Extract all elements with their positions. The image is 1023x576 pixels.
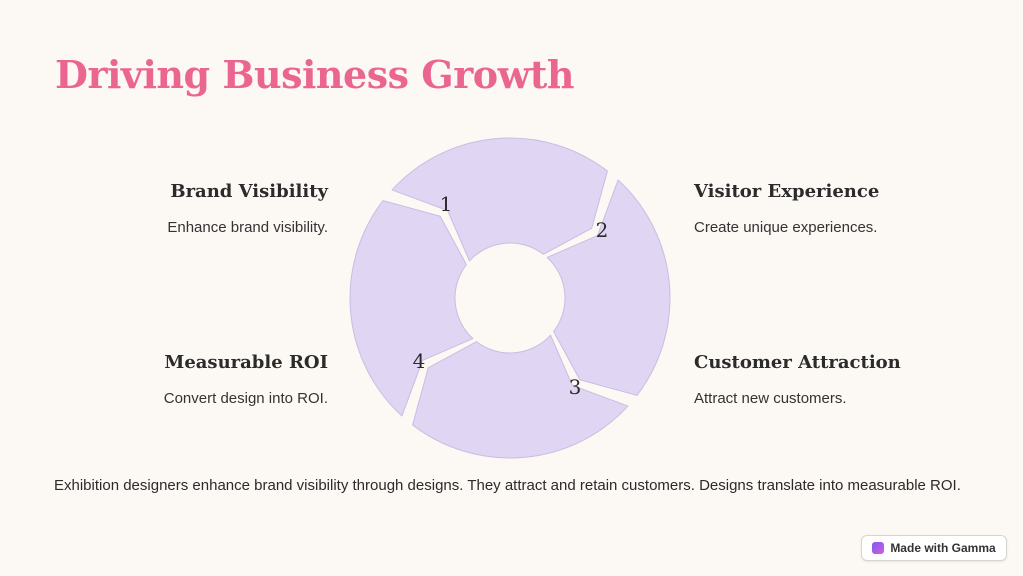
segment-number-2: 2 (596, 218, 609, 242)
item-title-brand-visibility: Brand Visibility (170, 181, 328, 202)
item-desc-brand-visibility: Enhance brand visibility. (167, 219, 328, 236)
segment-number-1: 1 (440, 192, 453, 216)
made-with-gamma-badge[interactable]: Made with Gamma (861, 535, 1007, 561)
segment-number-3: 3 (569, 375, 582, 399)
item-desc-measurable-roi: Convert design into ROI. (163, 390, 328, 407)
item-title-visitor-experience: Visitor Experience (694, 181, 880, 202)
item-desc-visitor-experience: Create unique experiences. (694, 219, 878, 236)
segment-brand-visibility (391, 137, 608, 262)
segment-measurable-roi (349, 200, 474, 417)
item-title-measurable-roi: Measurable ROI (164, 352, 328, 373)
segment-visitor-experience (546, 179, 671, 396)
item-desc-customer-attraction: Attract new customers. (694, 390, 847, 407)
page-title: Driving Business Growth (55, 52, 574, 97)
item-title-customer-attraction: Customer Attraction (694, 352, 901, 373)
cycle-diagram: 1 2 3 4 (349, 137, 671, 459)
segment-number-4: 4 (413, 349, 426, 373)
gamma-logo-icon (872, 542, 885, 554)
badge-label: Made with Gamma (890, 541, 996, 555)
summary-text: Exhibition designers enhance brand visib… (54, 477, 961, 494)
cycle-segments (349, 137, 671, 459)
segment-customer-attraction (412, 334, 629, 459)
